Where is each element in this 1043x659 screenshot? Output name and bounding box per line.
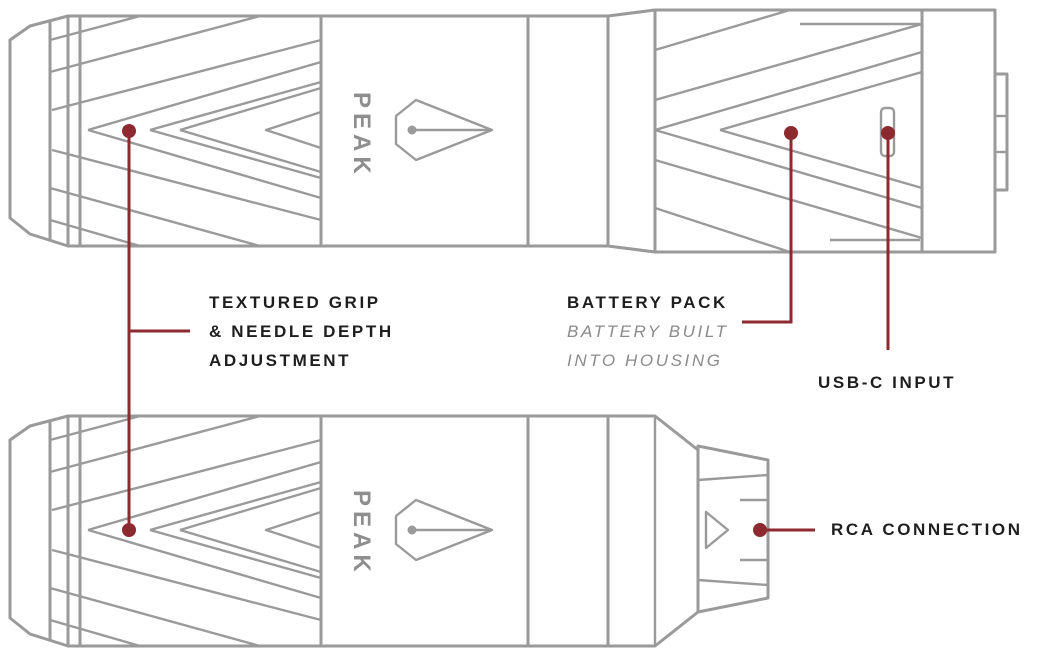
grip-label-line2: & NEEDLE DEPTH <box>209 322 394 341</box>
battery-label-title: BATTERY PACK <box>567 293 728 312</box>
battery-marker <box>784 126 798 140</box>
battery-callout: BATTERY PACK BATTERY BUILT INTO HOUSING <box>567 288 729 375</box>
grip-callout: TEXTURED GRIP & NEEDLE DEPTH ADJUSTMENT <box>209 288 394 375</box>
top-pen: PEAK <box>8 8 1009 254</box>
rca-label: RCA CONNECTION <box>831 520 1023 539</box>
top-grip-cap <box>8 14 70 248</box>
grip-label-line1: TEXTURED GRIP <box>209 293 381 312</box>
battery-label-sub1: BATTERY BUILT <box>567 322 729 341</box>
rca-callout: RCA CONNECTION <box>831 515 1023 544</box>
top-battery-texture <box>654 8 924 254</box>
callout-lines <box>127 131 890 532</box>
bottom-pen: PEAK <box>8 414 770 648</box>
rca-nose <box>696 444 770 614</box>
usb-c-callout: USB-C INPUT <box>818 368 956 397</box>
callout-dots <box>122 124 895 537</box>
bottom-brand-text: PEAK <box>348 490 375 577</box>
top-grip-texture <box>49 14 323 248</box>
battery-label-sub2: INTO HOUSING <box>567 351 723 370</box>
bottom-grip-texture <box>49 414 323 648</box>
usb-c-label: USB-C INPUT <box>818 373 957 392</box>
grip-marker-bottom <box>122 523 136 537</box>
rca-marker <box>753 523 767 537</box>
grip-label-line3: ADJUSTMENT <box>209 351 352 370</box>
bottom-nib-logo-icon <box>394 498 494 562</box>
top-brand-text: PEAK <box>348 92 375 179</box>
usb-c-marker <box>881 126 895 140</box>
grip-marker-top <box>122 124 136 138</box>
top-nib-logo-icon <box>394 98 494 162</box>
top-battery-section <box>653 8 997 254</box>
bottom-grip-cap <box>8 414 70 648</box>
